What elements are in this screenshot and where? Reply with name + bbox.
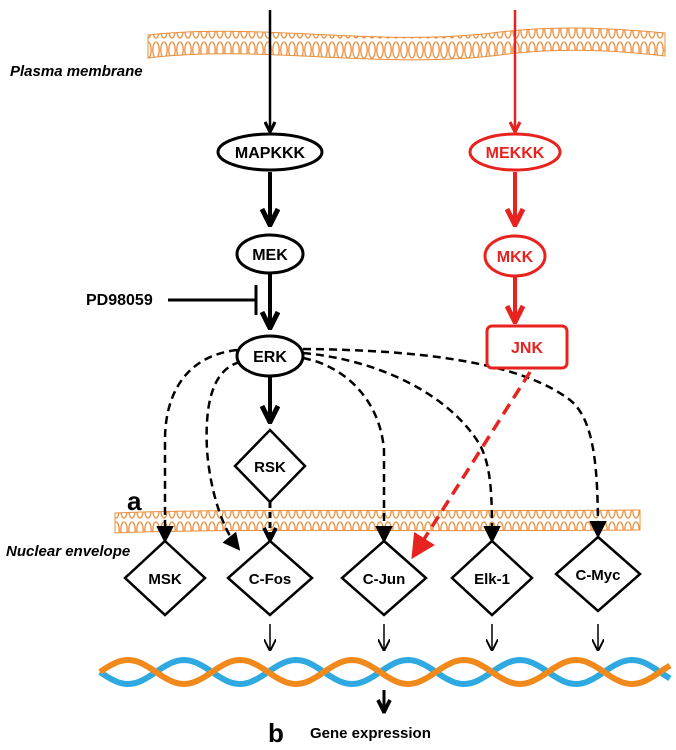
msk-node: [123, 539, 207, 617]
mekkk-node: [468, 132, 562, 172]
cmyc-label: C-Myc: [575, 567, 620, 584]
cfos-node: [226, 539, 314, 617]
mkk-label: MKK: [497, 249, 534, 266]
erk-to-cjun-dashed-arrow: [302, 356, 393, 544]
cmyc-node: [554, 535, 642, 613]
erk-to-msk-dashed-arrow: [156, 348, 238, 544]
panel-a-label: a: [127, 486, 142, 516]
erk-to-elk1-dashed-arrow: [302, 351, 501, 544]
erk-to-cmyc-dashed-arrow: [302, 347, 607, 539]
nuclear-envelope-label: Nuclear envelope: [6, 543, 130, 560]
plasma-membrane-label: Plasma membrane: [10, 63, 143, 80]
cjun-node: [340, 539, 428, 617]
cjun-label: C-Jun: [363, 571, 406, 588]
msk-label: MSK: [148, 571, 182, 588]
jnk-label: JNK: [511, 340, 543, 357]
panel-b-label: b: [268, 718, 284, 748]
elk1-node: [450, 539, 534, 617]
nuclear-envelope-band: [114, 509, 641, 534]
cfos-label: C-Fos: [249, 571, 292, 588]
erk-to-cfos-dashed-arrow: [205, 360, 241, 551]
elk1-label: Elk-1: [474, 571, 510, 588]
plasma-membrane-band: [147, 27, 666, 61]
erk-label: ERK: [253, 349, 287, 366]
gene-expression-label: Gene expression: [310, 725, 431, 742]
jnk-to-cjun-dashed-arrow: [411, 371, 532, 560]
rsk-label: RSK: [254, 459, 286, 476]
dna-double-helix: [98, 656, 672, 688]
jnk-node: [485, 324, 569, 370]
mek-label: MEK: [252, 247, 288, 264]
pd98059-label: PD98059: [86, 292, 153, 309]
mapkkk-node: [216, 132, 324, 172]
mekkk-label: MEKKK: [486, 145, 545, 162]
mapkkk-label: MAPKKK: [235, 145, 306, 162]
mek-node: [235, 233, 305, 275]
